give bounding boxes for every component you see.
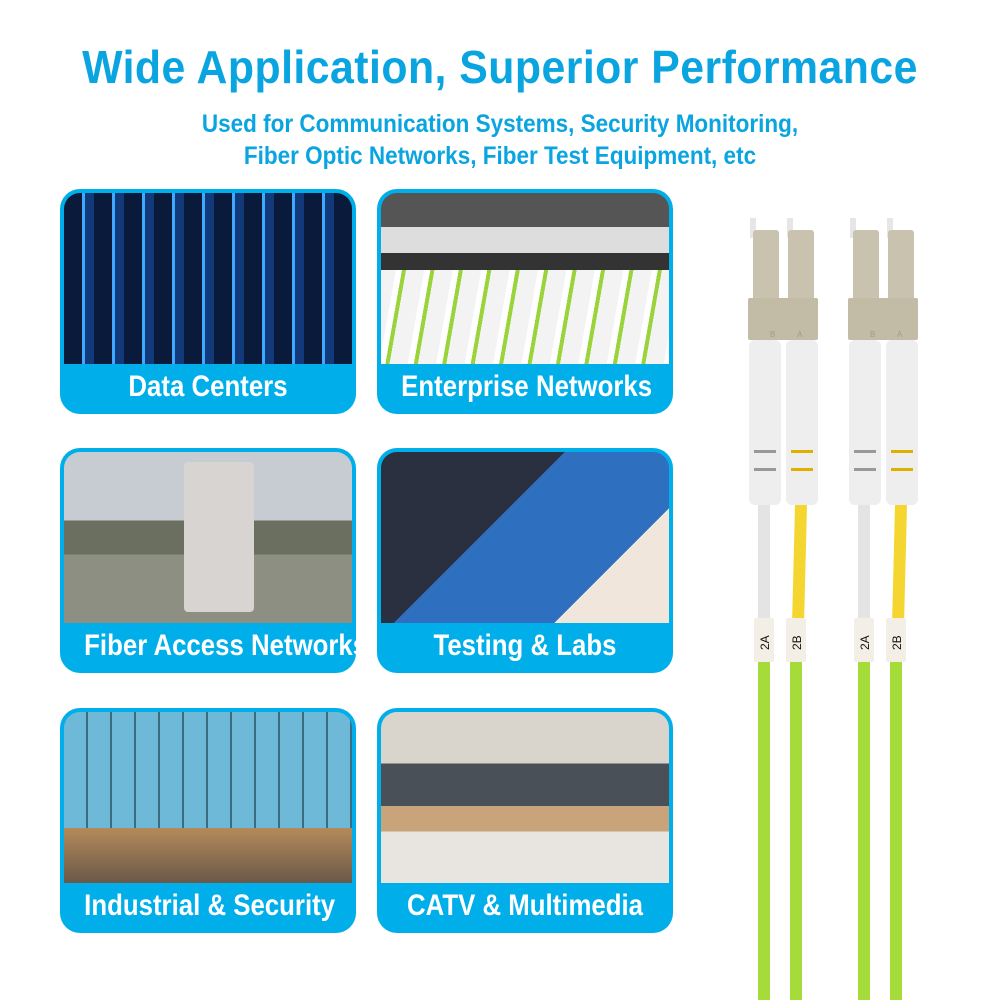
tag-2a: 2A bbox=[758, 635, 772, 650]
card-label: Data Centers bbox=[128, 370, 288, 403]
housing-label-a: A bbox=[797, 330, 803, 339]
outdoor-box-image bbox=[64, 452, 352, 623]
card-testing-labs: Testing & Labs bbox=[377, 448, 673, 673]
card-label: Fiber Access Networks bbox=[84, 629, 356, 662]
card-label: CATV & Multimedia bbox=[406, 889, 644, 922]
card-catv-multimedia: CATV & Multimedia bbox=[377, 708, 673, 933]
card-label: Enterprise Networks bbox=[401, 370, 653, 403]
tag-2b: 2B bbox=[790, 635, 804, 650]
control-room-image bbox=[64, 712, 352, 883]
card-enterprise-networks: Enterprise Networks bbox=[377, 189, 673, 414]
card-data-centers: Data Centers bbox=[60, 189, 356, 414]
card-fiber-access-networks: Fiber Access Networks bbox=[60, 448, 356, 673]
subtitle-line-1: Used for Communication Systems, Security… bbox=[201, 110, 799, 138]
housing-label-b: B bbox=[770, 330, 775, 339]
page-title: Wide Application, Superior Performance bbox=[82, 41, 918, 93]
test-equipment-image bbox=[381, 452, 669, 623]
card-label: Testing & Labs bbox=[433, 629, 617, 662]
subtitle-line-2: Fiber Optic Networks, Fiber Test Equipme… bbox=[243, 142, 757, 170]
office-image bbox=[381, 712, 669, 883]
card-label: Industrial & Security bbox=[84, 889, 336, 922]
patch-panel-image bbox=[381, 193, 669, 364]
data-center-image bbox=[64, 193, 352, 364]
connector-pair: B A 2A 2B bbox=[748, 218, 818, 1000]
lc-duplex-connectors-image: B A 2A 2B bbox=[748, 218, 918, 1000]
card-industrial-security: Industrial & Security bbox=[60, 708, 356, 933]
